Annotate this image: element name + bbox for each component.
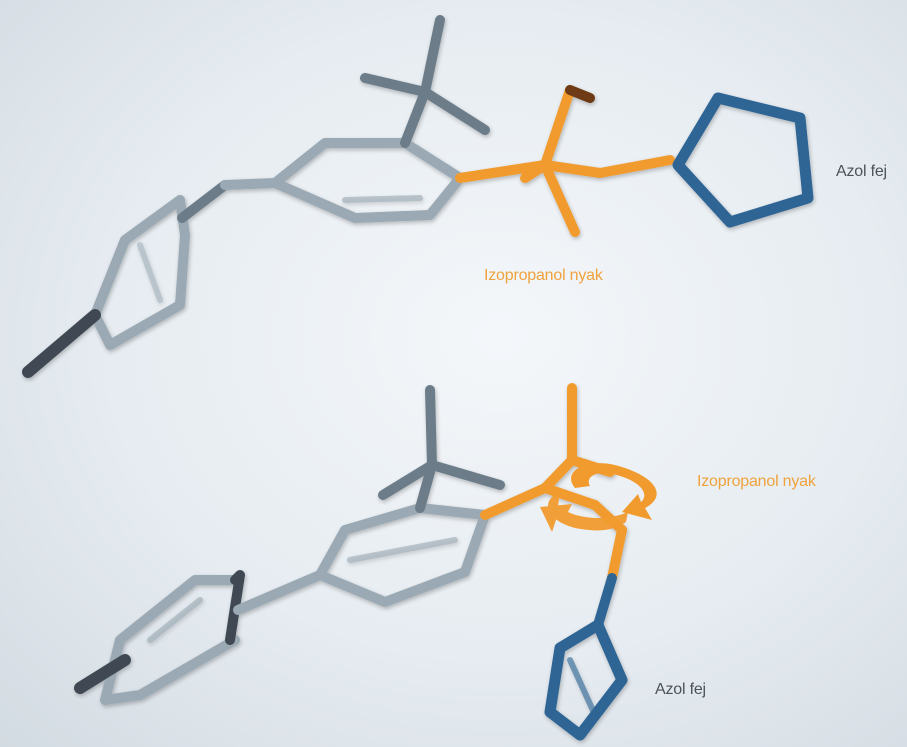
top-linker-bond: [177, 180, 230, 223]
bottom-isopropanol-neck: [480, 383, 627, 583]
azole-head-label-bottom: Azol fej: [655, 681, 706, 698]
top-isopropanol-neck: [455, 85, 675, 237]
top-linker-bond-2: [220, 178, 280, 190]
rotation-arrow: [540, 463, 657, 532]
top-phenyl-ring-center: [270, 138, 465, 223]
bottom-phenyl-ring-left: [100, 570, 245, 705]
azole-head-label-top: Azol fej: [836, 163, 887, 180]
isopropanol-neck-label-bottom: Izopropanol nyak: [697, 473, 816, 490]
bottom-azole-inner: [567, 657, 598, 718]
bottom-azole-bond: [593, 573, 617, 630]
bottom-ring-inner: [347, 537, 458, 563]
top-molecule: [22, 15, 814, 378]
bottom-azole-ring: [544, 619, 628, 741]
top-tert-butyl: [360, 15, 490, 148]
bottom-tert-butyl: [378, 385, 505, 513]
bottom-phenyl-ring-center: [315, 503, 490, 607]
isopropanol-neck-label-top: Izopropanol nyak: [484, 267, 603, 284]
top-methyl-bond: [22, 309, 101, 378]
top-ring-inner: [342, 195, 423, 203]
bottom-methyl-bond: [74, 654, 131, 694]
bottom-linker-bond: [233, 570, 325, 615]
bottom-molecule: [74, 383, 628, 741]
top-azole-ring: [672, 92, 814, 228]
top-phenyl-ring-left: [90, 195, 190, 350]
